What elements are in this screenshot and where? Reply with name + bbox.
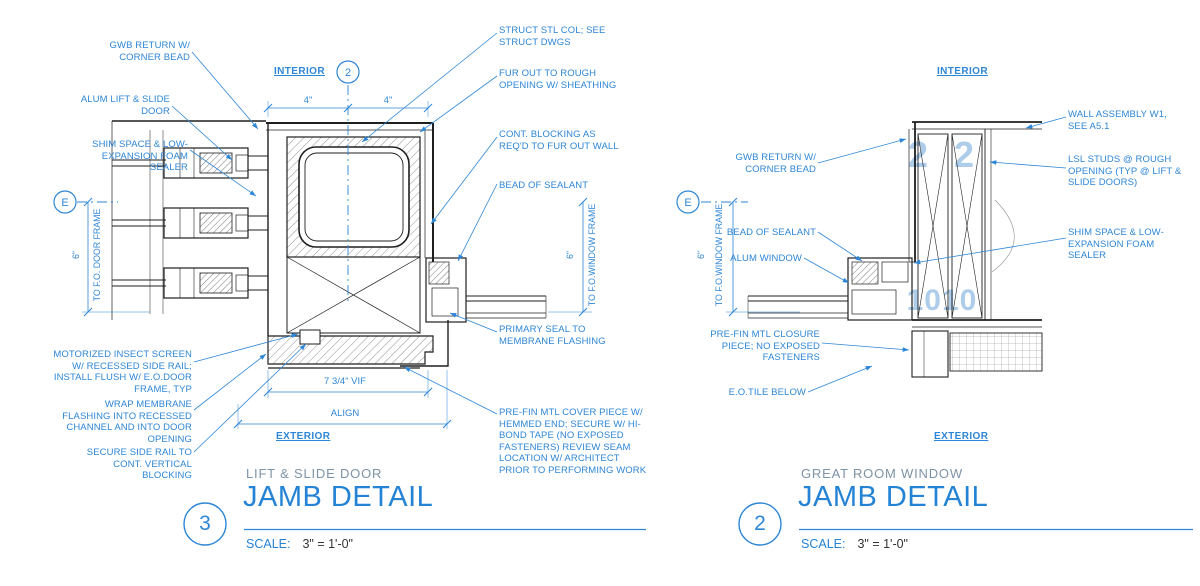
label-shim-space-door: SHIM SPACE & LOW-EXPANSION FOAM SEALER [92,139,188,174]
scale-value-door: 3" = 1'-0" [302,537,353,551]
label-fur-out-rough-opening: FUR OUT TO ROUGH OPENING W/ SHEATHING [499,68,617,91]
right-exterior-label: EXTERIOR [934,431,989,442]
detail-number-2: 2 [754,512,766,535]
dim-right-caption: TO F.O.WINDOW FRAME [587,203,597,307]
right-detail-annotation-lines [701,116,1067,393]
label-eo-tile-below: E.O.TILE BELOW [728,387,806,398]
grid-bubble-circles [53,60,700,214]
label-bead-of-sealant-window: BEAD OF SEALANT [726,227,816,238]
grid-bubble-2: 2 [344,67,352,79]
label-gwb-return-door: GWB RETURN W/ CORNER BEAD [109,40,190,63]
scale-label-door: SCALE: [246,537,291,551]
scale-text-door: SCALE: 3" = 1'-0" [246,537,353,551]
label-struct-stl-col: STRUCT STL COL; SEE STRUCT DWGS [499,25,606,48]
left-interior-label: INTERIOR [274,66,325,77]
right-detail-drawing [747,121,1043,378]
dim-left-caption: TO F.O. DOOR FRAME [92,208,102,302]
dim-top-left: 4" [303,95,313,106]
grid-bubble-e-left: E [61,197,69,209]
label-prefin-mtl-cover-piece: PRE-FIN MTL COVER PIECE W/ HEMMED END; S… [499,407,647,476]
label-primary-seal: PRIMARY SEAL TO MEMBRANE FLASHING [499,324,606,347]
label-cont-blocking: CONT. BLOCKING AS REQ'D TO FUR OUT WALL [499,129,619,152]
label-wall-assembly-w1: WALL ASSEMBLY W1, SEE A5.1 [1068,109,1167,132]
dim-window-value: 6" [696,251,706,260]
label-gwb-return-window: GWB RETURN W/ CORNER BEAD [735,152,816,175]
right-interior-label: INTERIOR [937,66,988,77]
detail-number-3: 3 [199,512,211,535]
label-alum-lift-slide-door: ALUM LIFT & SLIDE DOOR [80,94,170,117]
label-lsl-studs: LSL STUDS @ ROUGH OPENING (TYP @ LIFT & … [1068,154,1182,189]
left-exterior-label: EXTERIOR [276,431,331,442]
dim-top-right: 4" [383,95,393,106]
dim-left-value: 6" [71,251,81,260]
detail-subtitle-window: GREAT ROOM WINDOW [801,466,963,481]
left-detail-annotation-lines [77,32,592,453]
detail-title-door: JAMB DETAIL [243,481,434,513]
dim-window-caption: TO F.O.WINDOW FRAME [714,203,724,307]
label-secure-side-rail: SECURE SIDE RAIL TO CONT. VERTICAL BLOCK… [86,447,192,482]
grid-bubble-e-right: E [684,197,692,209]
label-prefin-mtl-closure: PRE-FIN MTL CLOSURE PIECE; NO EXPOSED FA… [710,329,820,364]
dim-right-value: 6" [565,251,575,260]
detail-subtitle-door: LIFT & SLIDE DOOR [246,466,383,481]
ghost-grid-number-upper: 2 2 [907,134,983,175]
label-motorized-insect-screen: MOTORIZED INSECT SCREEN W/ RECESSED SIDE… [53,349,192,395]
detail-title-window: JAMB DETAIL [798,481,989,513]
label-bead-of-sealant-door: BEAD OF SEALANT [499,180,589,191]
scale-label-window: SCALE: [801,537,846,551]
left-detail-drawing [111,120,547,369]
scale-text-window: SCALE: 3" = 1'-0" [801,537,908,551]
title-circles [183,502,782,546]
scale-value-window: 3" = 1'-0" [857,537,908,551]
label-shim-space-window: SHIM SPACE & LOW-EXPANSION FOAM SEALER [1068,227,1164,262]
dim-bottom: 7 3/4" VIF [324,376,366,387]
label-wrap-membrane-flashing: WRAP MEMBRANE FLASHING INTO RECESSED CHA… [62,399,192,445]
dim-align: ALIGN [330,408,360,419]
label-alum-window: ALUM WINDOW [730,253,802,264]
ghost-grid-number-lower: 1010 [906,284,978,317]
